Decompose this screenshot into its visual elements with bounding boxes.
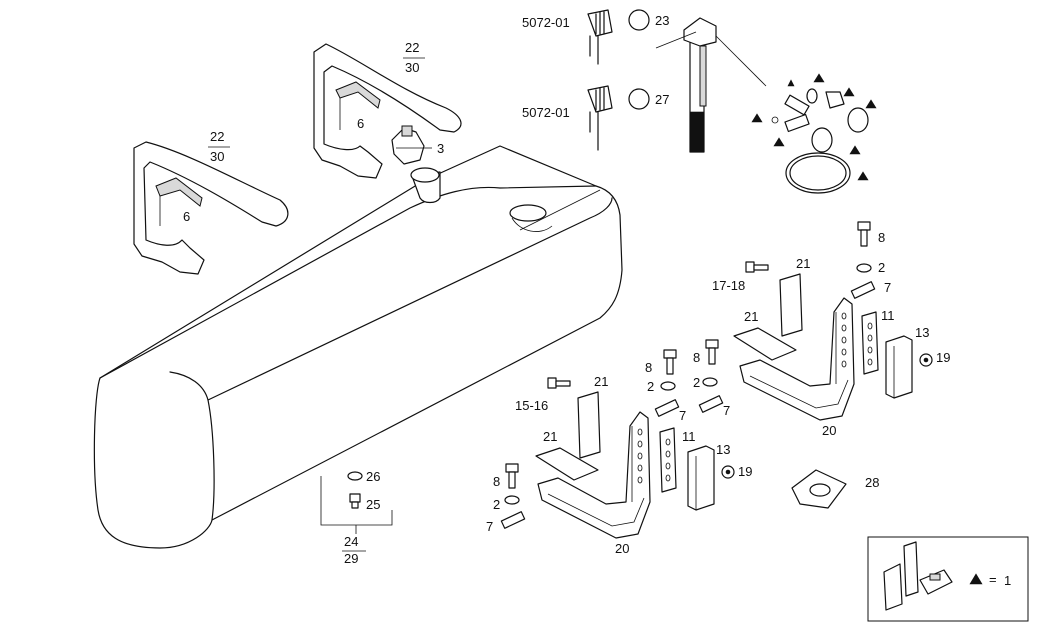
legend-equals: =: [989, 572, 997, 587]
callout-21c: 21: [594, 374, 608, 389]
callout-2b: 2: [647, 379, 654, 394]
fuel-level-sender[interactable]: [655, 17, 767, 153]
sender-connector-kit[interactable]: [784, 88, 869, 194]
callout-7a: 7: [884, 280, 891, 295]
protective-pad[interactable]: [791, 469, 847, 509]
legend-kit-illustration: [883, 541, 953, 611]
callout-20b: 20: [615, 541, 629, 556]
callout-25: 25: [366, 497, 380, 512]
fuel-tank[interactable]: [93, 145, 623, 549]
callout-30b: 30: [405, 60, 419, 75]
callout-8a: 8: [878, 230, 885, 245]
callout-labels: 22 30 6 22 30 6 3 5072-01 23 5072-01 27 …: [183, 13, 950, 566]
callout-15-16: 15-16: [515, 398, 548, 413]
callout-21a: 21: [796, 256, 810, 271]
callout-6b: 6: [357, 116, 364, 131]
callout-3: 3: [437, 141, 444, 156]
sleeve-right[interactable]: [850, 281, 876, 299]
callout-22b: 22: [405, 40, 419, 55]
rubber-pad-horizontal-right[interactable]: [733, 327, 797, 361]
clamp-block-right[interactable]: [885, 335, 913, 399]
callout-7c: 7: [723, 403, 730, 418]
filler-cap[interactable]: [391, 125, 432, 165]
callout-11b: 11: [682, 429, 696, 444]
service-tool-5072-01-upper[interactable]: [587, 9, 650, 65]
callout-28: 28: [865, 475, 879, 490]
callout-8b: 8: [645, 360, 652, 375]
rubber-pad-vertical-right[interactable]: [779, 273, 803, 337]
callout-8d: 8: [493, 474, 500, 489]
filler-neck[interactable]: [410, 167, 441, 204]
callout-26: 26: [366, 469, 380, 484]
callout-30a: 30: [210, 149, 224, 164]
callout-19a: 19: [936, 350, 950, 365]
legend-box: = 1: [867, 536, 1029, 622]
drain-plug-assembly[interactable]: [320, 471, 393, 534]
bolt-short-left[interactable]: [547, 377, 571, 389]
callout-5072-01-upper: 5072-01: [522, 15, 570, 30]
callout-20a: 20: [822, 423, 836, 438]
legend-count: 1: [1004, 573, 1011, 588]
tank-strap-left[interactable]: [133, 141, 289, 275]
callout-22a: 22: [210, 129, 224, 144]
tank-strap-right[interactable]: [313, 43, 462, 179]
bolt-mid-a[interactable]: [654, 349, 680, 417]
bracket-holes-left: [637, 428, 643, 484]
bracket-right[interactable]: [739, 297, 855, 421]
bracket-holes: [841, 312, 847, 368]
callout-6a: 6: [183, 209, 190, 224]
callout-21d: 21: [543, 429, 557, 444]
callout-2c: 2: [693, 375, 700, 390]
nut-left[interactable]: [721, 465, 735, 479]
service-tool-5072-01-lower[interactable]: [587, 85, 650, 151]
washer-right[interactable]: [856, 263, 872, 273]
callout-2d: 2: [493, 497, 500, 512]
callout-7b: 7: [679, 408, 686, 423]
bolt-lower-left[interactable]: [500, 463, 526, 529]
callout-24: 24: [344, 534, 358, 549]
callout-2a: 2: [878, 260, 885, 275]
callout-29: 29: [344, 551, 358, 566]
callout-11a: 11: [881, 308, 895, 323]
spacer-plate-right[interactable]: [861, 311, 879, 375]
bracket-left[interactable]: [537, 411, 651, 539]
spacer-plate-left[interactable]: [659, 427, 677, 493]
callout-5072-01-lower: 5072-01: [522, 105, 570, 120]
bolt-mid-b[interactable]: [698, 339, 724, 413]
callout-13a: 13: [915, 325, 929, 340]
callout-21b: 21: [744, 309, 758, 324]
bolt-short-right[interactable]: [745, 261, 769, 273]
triangle-markers: [751, 73, 877, 181]
clamp-block-left[interactable]: [687, 445, 715, 511]
callout-23: 23: [655, 13, 669, 28]
callout-7d: 7: [486, 519, 493, 534]
triangle-icon: [969, 573, 983, 585]
bolt-right[interactable]: [857, 221, 871, 247]
callout-27: 27: [655, 92, 669, 107]
nut-right[interactable]: [919, 353, 933, 367]
callout-8c: 8: [693, 350, 700, 365]
callout-19b: 19: [738, 464, 752, 479]
rubber-pad-horizontal-left[interactable]: [535, 447, 599, 481]
callout-17-18: 17-18: [712, 278, 745, 293]
callout-13b: 13: [716, 442, 730, 457]
rubber-pad-vertical-left[interactable]: [577, 391, 601, 459]
